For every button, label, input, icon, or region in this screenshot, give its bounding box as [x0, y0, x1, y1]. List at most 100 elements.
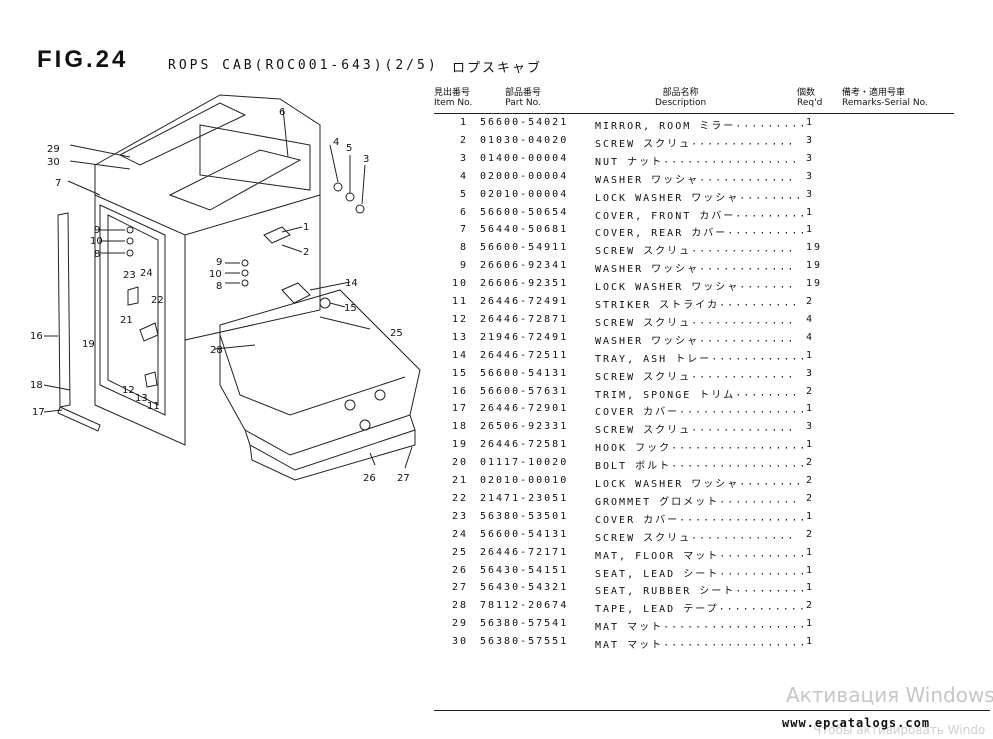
part-number: 21471-23051	[480, 492, 569, 504]
quantity: 1	[806, 349, 815, 361]
part-description: SEAT, LEAD シート···········	[595, 568, 808, 580]
quantity: 2	[806, 296, 815, 307]
part-description: BOLT ボルト·················	[595, 461, 808, 473]
part-description: SCREW スクリュ·············	[595, 138, 796, 150]
part-description: WASHER ワッシャ············	[595, 174, 796, 186]
callout-28: 28	[210, 345, 223, 356]
quantity: 3	[806, 170, 815, 182]
part-description: COVER, FRONT カバー·········	[595, 210, 808, 222]
callout-5: 5	[346, 143, 352, 154]
quantity: 2	[806, 385, 815, 397]
part-number: 26446-72171	[480, 546, 569, 558]
item-number: 29	[451, 618, 468, 630]
part-number: 56600-54131	[480, 367, 569, 379]
figure-japanese-title: ロプスキャブ	[452, 61, 543, 76]
item-number: 11	[451, 296, 468, 307]
part-description: COVER カバー················	[595, 514, 808, 526]
quantity: 3	[806, 152, 815, 164]
callout-22: 22	[151, 295, 164, 306]
callout-11: 11	[147, 401, 160, 412]
part-description: WASHER ワッシャ············	[595, 335, 796, 347]
quantity: 3	[806, 134, 815, 146]
quantity: 1	[806, 618, 815, 630]
exploded-parts-diagram: 29 30 7 9 10 8 23 24 22 21 19 12 13 11 9…	[30, 94, 421, 484]
part-number: 01400-00004	[480, 152, 569, 164]
part-number: 26506-92331	[480, 421, 569, 433]
part-description: NUT ナット·················	[595, 156, 800, 168]
part-number: 02000-00004	[480, 170, 569, 182]
part-number: 26446-72491	[480, 296, 569, 307]
callout-6: 6	[279, 107, 285, 118]
quantity: 3	[806, 188, 815, 200]
part-description: MIRROR, ROOM ミラー·········	[595, 121, 808, 132]
quantity: 1	[806, 510, 815, 522]
item-number: 20	[451, 457, 468, 469]
callout-2: 2	[303, 247, 309, 258]
item-number: 14	[451, 349, 468, 361]
part-number: 56600-54911	[480, 242, 569, 254]
quantity: 1	[806, 546, 815, 558]
part-number: 56380-53501	[480, 510, 569, 522]
callout-10: 10	[90, 236, 103, 247]
footer-rule	[434, 710, 990, 711]
part-number: 56600-54021	[480, 117, 569, 128]
item-number: 27	[451, 582, 468, 594]
item-number: 12	[451, 313, 468, 325]
item-number: 16	[451, 385, 468, 397]
callout-9: 9	[94, 225, 100, 236]
site-url[interactable]: www.epcatalogs.com	[782, 716, 931, 730]
item-number: 4	[459, 170, 468, 182]
header-item: 見出番号 Item No.	[434, 88, 473, 108]
callout-8: 8	[94, 249, 100, 260]
part-description: LOCK WASHER ワッシャ········	[595, 479, 804, 490]
windows-watermark-sub: Чтобы активировать Windo	[813, 723, 986, 737]
quantity: 3	[806, 367, 815, 379]
item-number: 23	[451, 510, 468, 522]
part-number: 26606-92341	[480, 260, 569, 272]
callout-15: 15	[344, 303, 357, 314]
part-number: 26446-72901	[480, 403, 569, 415]
part-number: 56380-57551	[480, 636, 569, 648]
header-description: 部品名称 Description	[655, 88, 707, 108]
part-description: SCREW スクリュ·············	[595, 532, 796, 544]
quantity: 2	[806, 457, 815, 469]
quantity: 4	[806, 313, 815, 325]
part-number: 56430-54151	[480, 564, 569, 576]
part-description: LOCK WASHER ワッシャ········	[595, 192, 804, 204]
part-description: TRAY, ASH トレー············	[595, 353, 808, 365]
part-number: 26446-72871	[480, 313, 569, 325]
item-number: 15	[451, 367, 468, 379]
part-number: 02010-00004	[480, 188, 569, 200]
part-description: SCREW スクリュ·············	[595, 246, 796, 258]
part-number: 01030-04020	[480, 134, 569, 146]
figure-title: FIG.24	[37, 46, 129, 73]
callout-12: 12	[122, 385, 135, 396]
callout-9b: 9	[216, 257, 222, 268]
part-number: 56600-54131	[480, 528, 569, 540]
part-description: SCREW スクリュ·············	[595, 317, 796, 329]
part-number: 02010-00010	[480, 475, 569, 486]
quantity: 3	[806, 421, 815, 433]
callout-24: 24	[140, 268, 153, 279]
callout-29: 29	[47, 144, 60, 155]
callout-30: 30	[47, 157, 60, 168]
callout-14: 14	[345, 278, 358, 289]
part-number: 26446-72511	[480, 349, 569, 361]
quantity: 1	[806, 582, 815, 594]
item-number: 10	[451, 278, 468, 290]
item-number: 21	[451, 475, 468, 486]
windows-watermark: Активация Windows	[786, 683, 993, 707]
part-number: 56600-50654	[480, 206, 569, 218]
item-number: 1	[459, 117, 468, 128]
quantity: 2	[806, 600, 815, 612]
part-description: TRIM, SPONGE トリム········	[595, 389, 800, 401]
item-number: 7	[459, 224, 468, 236]
callout-3: 3	[363, 154, 369, 165]
header-remarks: 備考・適用号車 Remarks-Serial No.	[842, 88, 928, 108]
item-number: 5	[459, 188, 468, 200]
item-number: 28	[451, 600, 468, 612]
part-number: 78112-20674	[480, 600, 569, 612]
callout-8b: 8	[216, 281, 222, 292]
part-description: SCREW スクリュ·············	[595, 371, 796, 383]
item-number: 19	[451, 439, 468, 451]
